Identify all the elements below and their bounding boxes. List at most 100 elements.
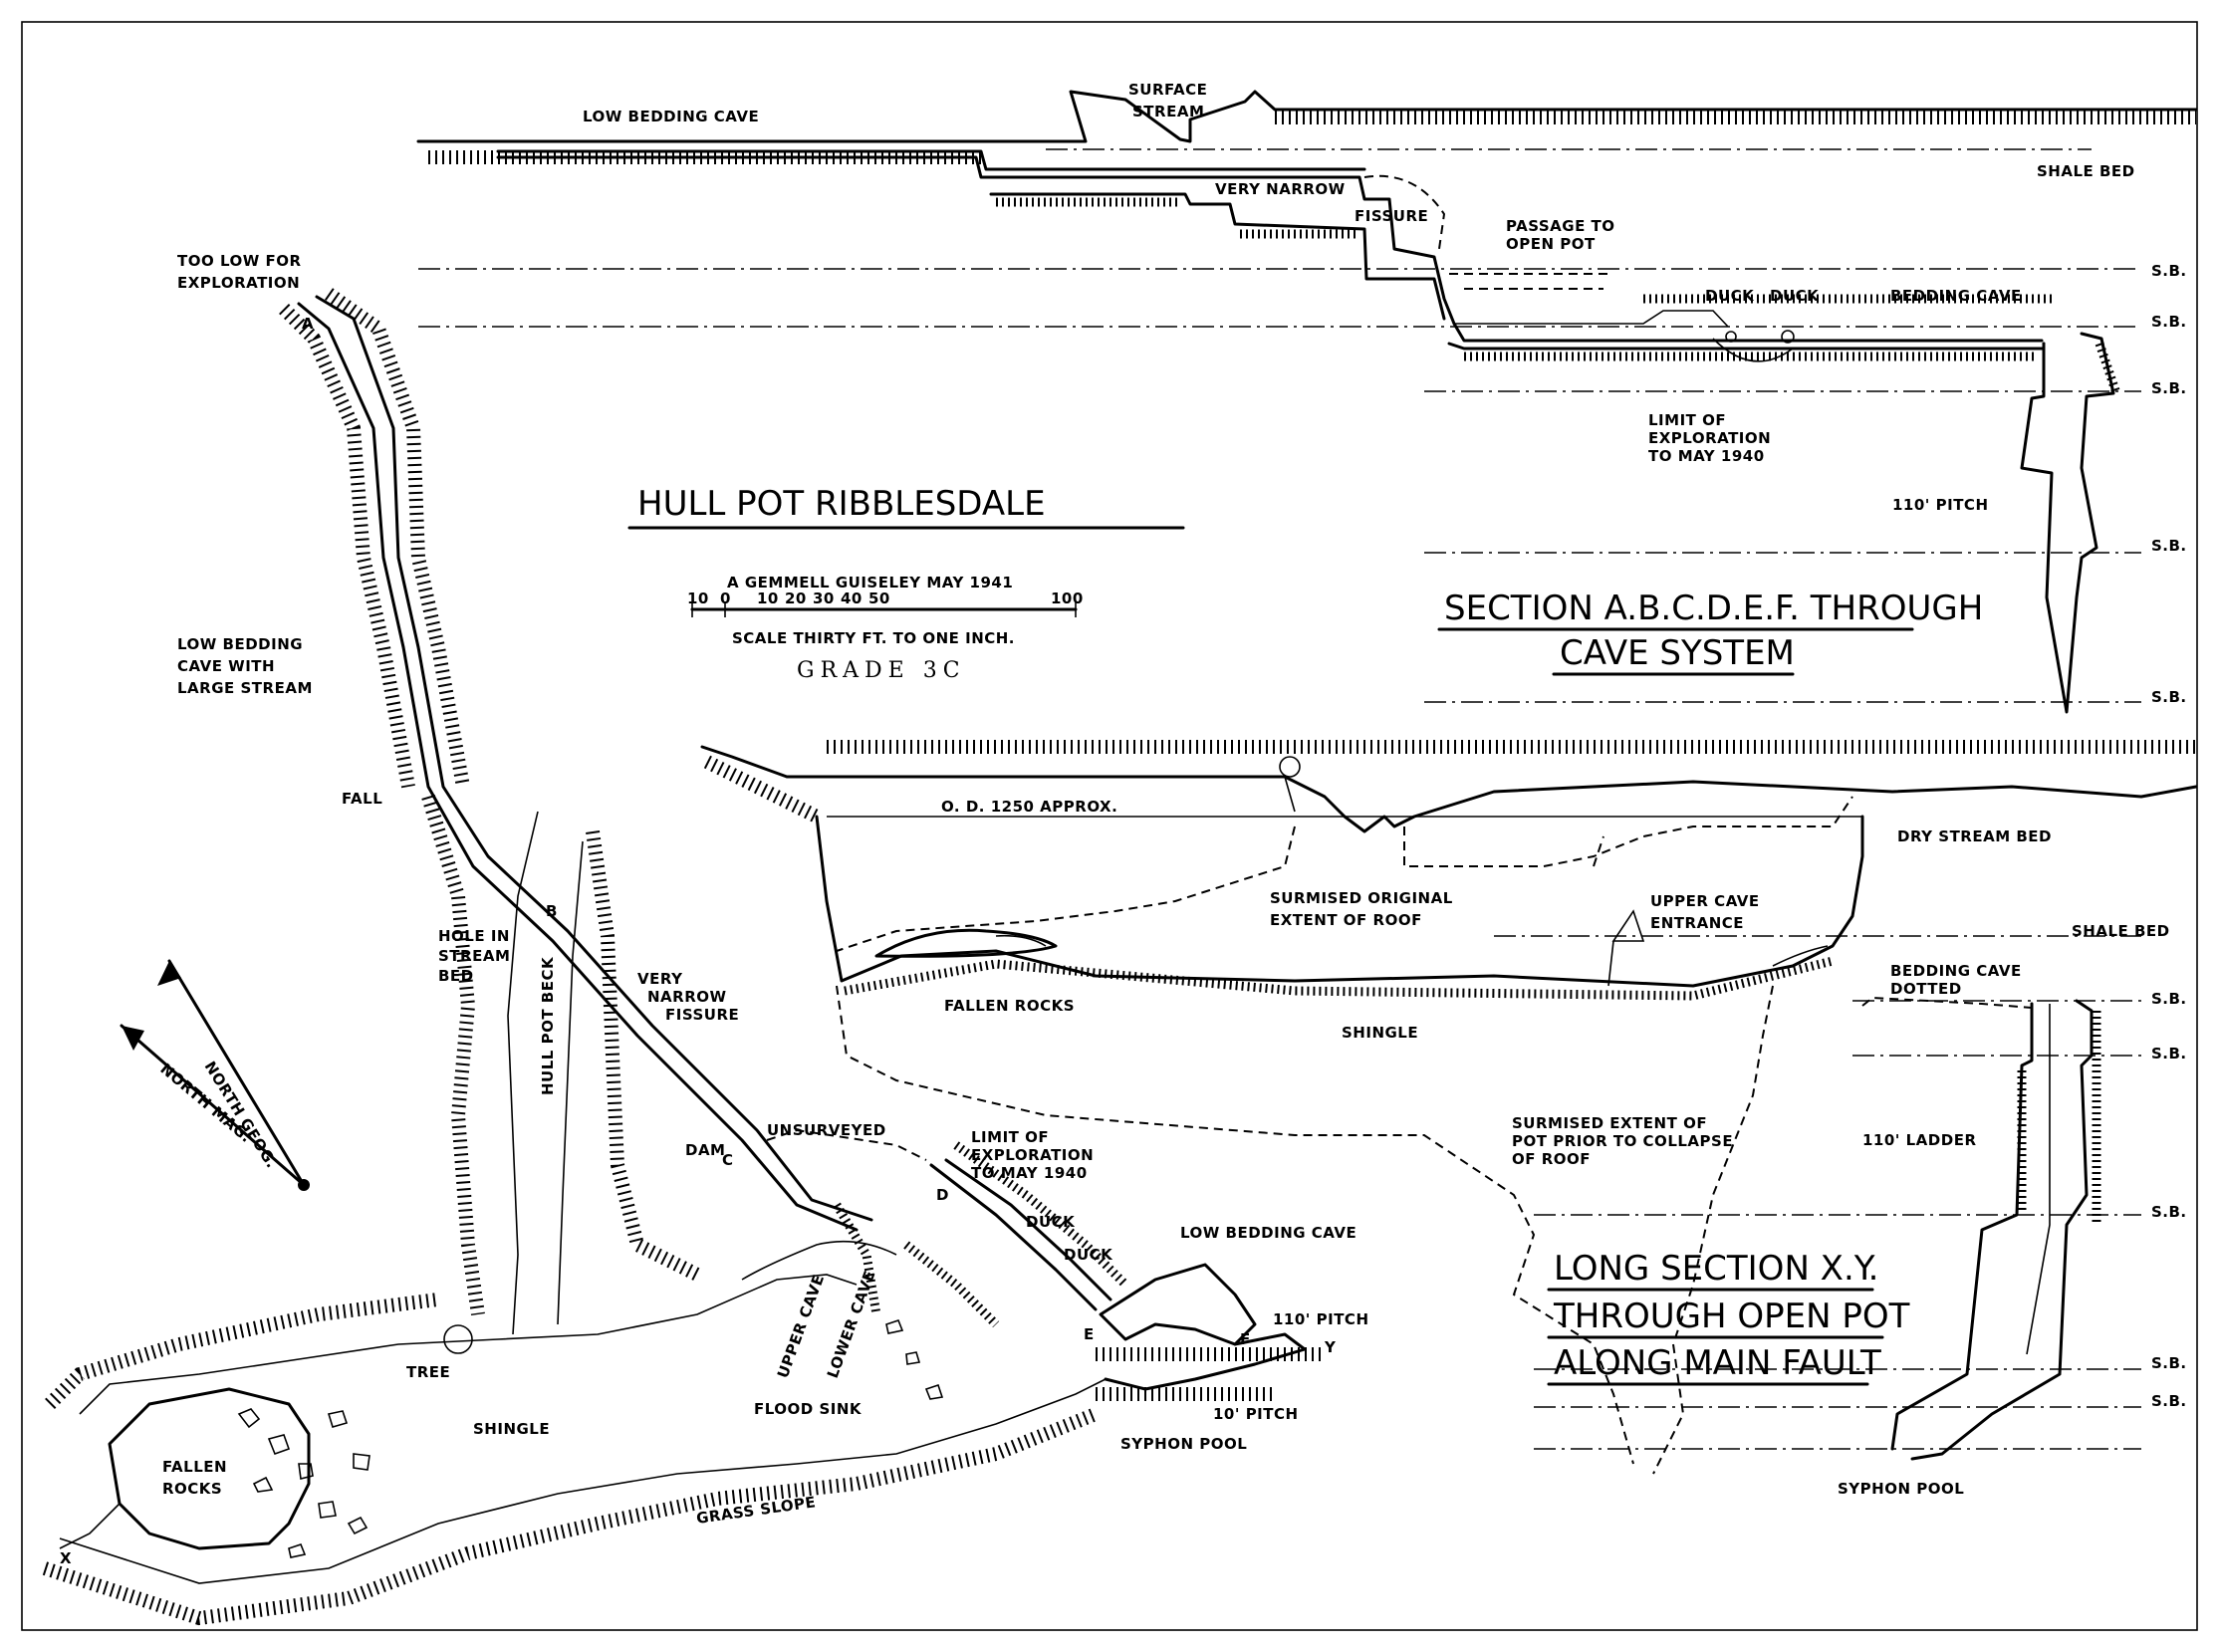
svg-text:EXPLORATION: EXPLORATION [971,1146,1094,1164]
svg-text:S.B.: S.B. [2151,688,2187,706]
svg-text:SHINGLE: SHINGLE [1342,1024,1418,1042]
svg-text:0: 0 [720,590,731,607]
svg-text:FISSURE: FISSURE [1355,207,1428,225]
svg-text:S.B.: S.B. [2151,537,2187,555]
section-abcdef-title-2: CAVE SYSTEM [1560,633,1795,673]
svg-text:F: F [1240,1330,1251,1348]
svg-text:LOWER CAVE: LOWER CAVE [824,1268,879,1380]
svg-text:UPPER CAVE: UPPER CAVE [774,1272,828,1380]
plan-labels: TOO LOW FOR EXPLORATION LOW BEDDING CAVE… [156,252,1368,1528]
svg-text:10' PITCH: 10' PITCH [1213,1405,1299,1423]
svg-text:S.B.: S.B. [2151,1392,2187,1410]
svg-text:VERY NARROW: VERY NARROW [1215,180,1346,198]
title-block: HULL POT RIBBLESDALE A GEMMELL GUISELEY … [627,484,1185,683]
svg-text:S.B.: S.B. [2151,1354,2187,1372]
svg-text:CAVE WITH: CAVE WITH [177,657,275,675]
section-xy-title-2: THROUGH OPEN POT [1553,1297,1910,1336]
section-abcdef-title-1: SECTION A.B.C.D.E.F. THROUGH [1444,589,1983,628]
svg-text:EXPLORATION: EXPLORATION [177,274,300,292]
svg-text:LIMIT OF: LIMIT OF [1648,411,1726,429]
svg-text:S.B.: S.B. [2151,313,2187,331]
section-abcdef-labels: LOW BEDDING CAVE SURFACE STREAM SHALE BE… [583,81,2187,706]
svg-text:S.B.: S.B. [2151,990,2187,1008]
svg-text:DUCK: DUCK [1064,1246,1113,1264]
svg-text:110' PITCH: 110' PITCH [1273,1310,1369,1328]
section-xy [700,740,2198,1475]
svg-text:D: D [936,1186,949,1204]
section-abcdef [416,90,2198,714]
svg-text:C: C [722,1151,734,1169]
svg-text:X: X [60,1549,72,1567]
rock-clutter [237,1319,944,1558]
svg-text:FALLEN: FALLEN [162,1458,227,1476]
svg-text:DUCK: DUCK [1705,287,1755,305]
svg-text:BEDDING CAVE: BEDDING CAVE [1890,287,2022,305]
svg-text:BED: BED [438,967,474,985]
svg-text:30: 30 [813,590,835,607]
svg-text:FISSURE: FISSURE [665,1006,739,1024]
svg-text:LARGE STREAM: LARGE STREAM [177,679,313,697]
svg-text:O. D. 1250 APPROX.: O. D. 1250 APPROX. [941,798,1117,816]
svg-text:SURMISED EXTENT OF: SURMISED EXTENT OF [1512,1114,1707,1132]
svg-text:S.B.: S.B. [2151,379,2187,397]
map-title: HULL POT RIBBLESDALE [637,484,1046,524]
svg-text:BEDDING CAVE: BEDDING CAVE [1890,962,2022,980]
svg-text:TREE: TREE [406,1363,450,1381]
scale-bar: 10 0 10 20 30 40 50 100 [687,590,1083,617]
svg-text:10: 10 [757,590,779,607]
svg-text:110' PITCH: 110' PITCH [1892,496,1989,514]
svg-text:LOW BEDDING CAVE: LOW BEDDING CAVE [583,108,759,125]
map-frame [21,21,2198,1631]
svg-text:SHALE BED: SHALE BED [2072,922,2170,940]
svg-text:SYPHON POOL: SYPHON POOL [1120,1435,1247,1453]
svg-text:SYPHON POOL: SYPHON POOL [1838,1480,1964,1498]
grade-note: GRADE 3C [797,658,966,683]
section-xy-title-3: ALONG MAIN FAULT [1554,1343,1881,1383]
svg-text:TOO LOW FOR: TOO LOW FOR [177,252,302,270]
svg-text:50: 50 [868,590,890,607]
svg-text:SURMISED ORIGINAL: SURMISED ORIGINAL [1270,889,1453,907]
svg-text:Y: Y [1324,1338,1337,1356]
svg-text:UPPER CAVE: UPPER CAVE [1650,892,1760,910]
svg-text:OF ROOF: OF ROOF [1512,1150,1591,1168]
section-xy-title-1: LONG SECTION X.Y. [1554,1249,1878,1289]
svg-text:STREAM: STREAM [438,947,510,965]
svg-text:STREAM: STREAM [1132,103,1204,120]
svg-text:TO MAY 1940: TO MAY 1940 [971,1164,1088,1182]
svg-text:NARROW: NARROW [647,988,727,1006]
svg-text:DAM: DAM [685,1141,726,1159]
svg-text:UNSURVEYED: UNSURVEYED [767,1121,886,1139]
svg-text:LIMIT OF: LIMIT OF [971,1128,1049,1146]
svg-text:110' LADDER: 110' LADDER [1862,1131,1977,1149]
svg-text:HULL POT BECK: HULL POT BECK [539,956,557,1095]
survey-stations: A B C D E F X Y [60,315,1337,1567]
svg-text:40: 40 [841,590,863,607]
scale-caption: SCALE THIRTY FT. TO ONE INCH. [732,629,1015,647]
svg-text:DOTTED: DOTTED [1890,980,1962,998]
svg-text:PASSAGE TO: PASSAGE TO [1506,217,1615,235]
svg-text:TO MAY 1940: TO MAY 1940 [1648,447,1765,465]
section-xy-labels: O. D. 1250 APPROX. DRY STREAM BED SURMIS… [941,798,2187,1498]
author-line: A GEMMELL GUISELEY MAY 1941 [727,574,1013,591]
svg-text:S.B.: S.B. [2151,1045,2187,1062]
svg-text:FALLEN ROCKS: FALLEN ROCKS [944,997,1075,1015]
svg-text:S.B.: S.B. [2151,1203,2187,1221]
svg-text:DRY STREAM BED: DRY STREAM BED [1897,827,2052,845]
svg-text:POT PRIOR TO COLLAPSE: POT PRIOR TO COLLAPSE [1512,1132,1733,1150]
svg-text:EXPLORATION: EXPLORATION [1648,429,1771,447]
svg-text:SHINGLE: SHINGLE [473,1420,550,1438]
svg-text:VERY: VERY [637,970,683,988]
svg-text:20: 20 [785,590,807,607]
svg-text:OPEN POT: OPEN POT [1506,235,1596,253]
svg-text:SHALE BED: SHALE BED [2037,162,2135,180]
svg-text:LOW BEDDING CAVE: LOW BEDDING CAVE [1180,1224,1356,1242]
svg-text:ROCKS: ROCKS [162,1480,222,1498]
svg-text:ENTRANCE: ENTRANCE [1650,914,1744,932]
svg-text:FLOOD SINK: FLOOD SINK [754,1400,863,1418]
svg-text:SURFACE: SURFACE [1128,81,1207,99]
svg-text:10: 10 [687,590,709,607]
svg-text:DUCK: DUCK [1770,287,1820,305]
svg-text:E: E [1084,1325,1095,1343]
plan-view [42,288,1325,1626]
